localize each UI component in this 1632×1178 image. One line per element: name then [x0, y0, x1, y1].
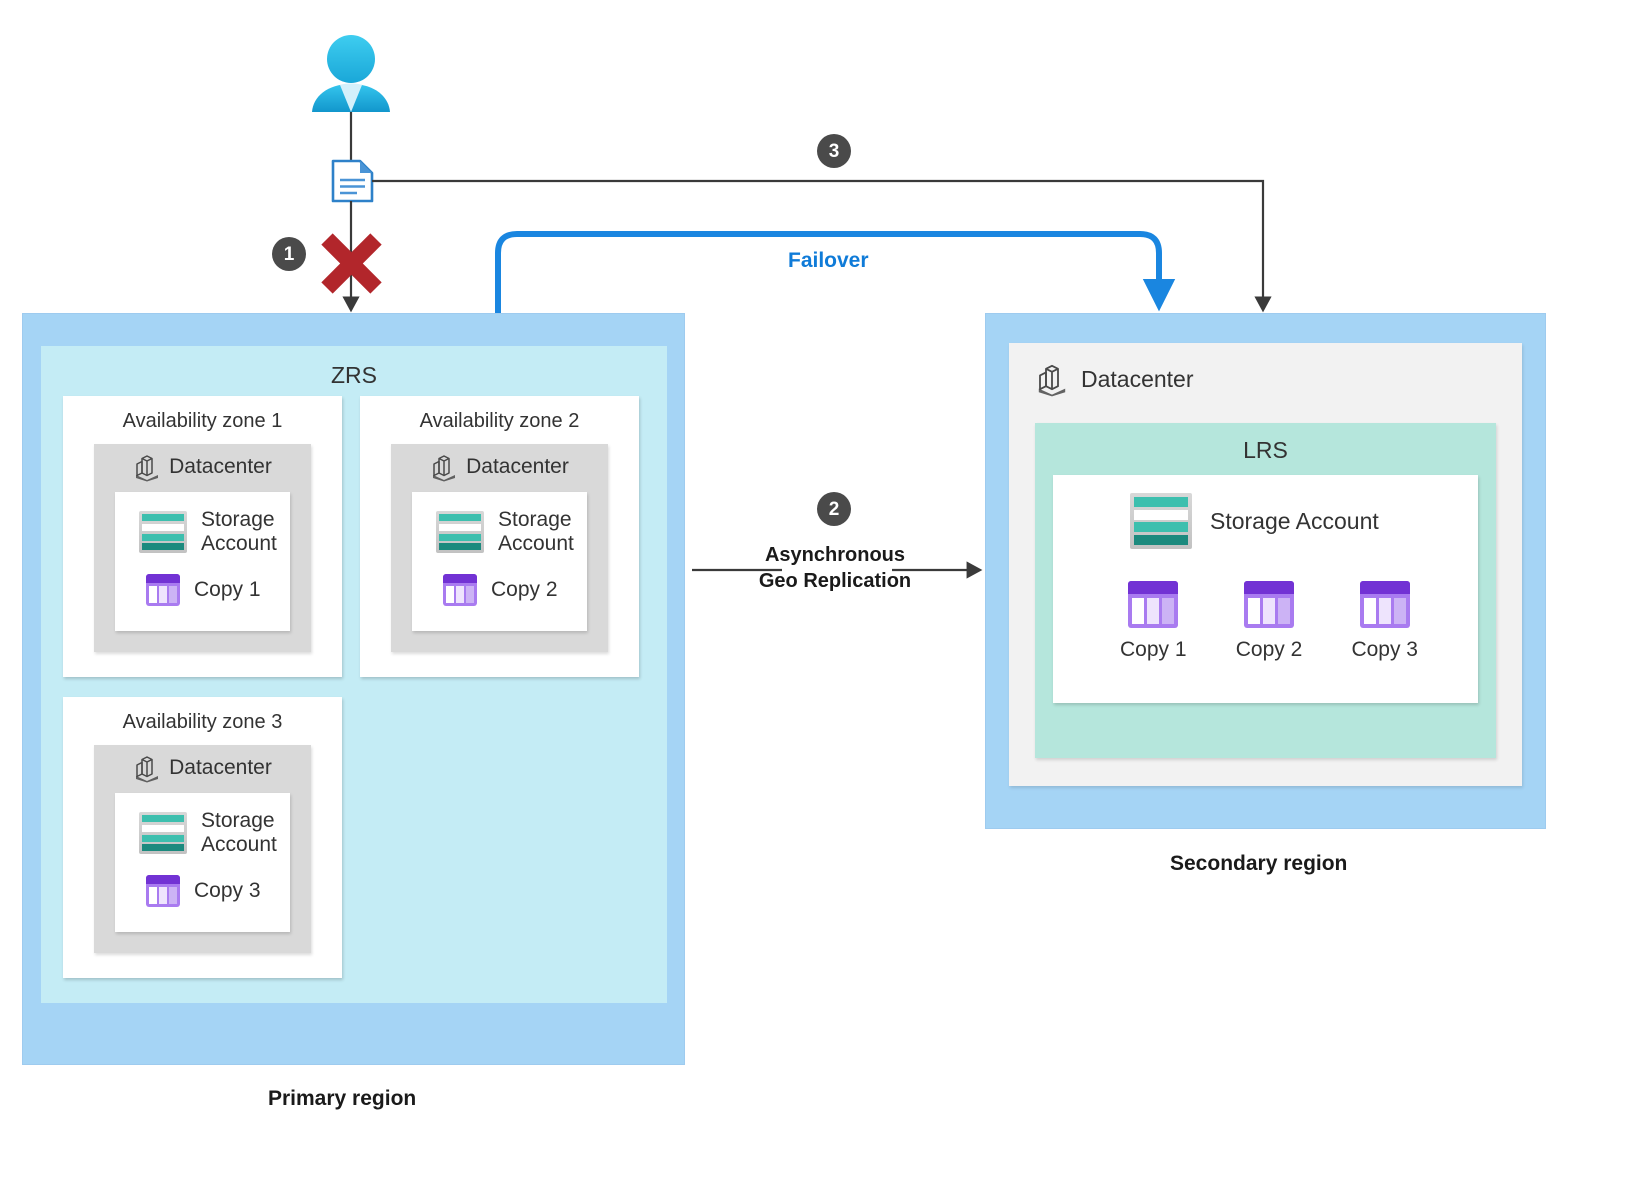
availability-zone-1: Availability zone 1 Datacenter: [63, 396, 342, 677]
storage-account-az1: Storage Account: [139, 508, 277, 557]
step-badge-3: 3: [817, 134, 851, 168]
lrs-copies-row: Copy 1 Copy 2: [1120, 581, 1418, 662]
copy-az2-label: Copy 2: [491, 578, 558, 601]
primary-region-footer-label: Primary region: [268, 1087, 417, 1110]
storage-account-az1-line2: Account: [201, 532, 277, 556]
storage-account-az1-line1: Storage: [201, 508, 275, 531]
datacenter-az1-header: Datacenter: [94, 452, 311, 482]
geo-replication-line2: Geo Replication: [758, 570, 912, 592]
storage-account-icon: [1130, 493, 1192, 549]
storage-account-icon: [436, 511, 484, 554]
copy-icon: [1359, 581, 1410, 628]
secondary-region-box: Datacenter LRS Storage Account: [985, 313, 1546, 829]
datacenter-secondary-header: Datacenter: [1035, 361, 1194, 397]
copy-secondary-3: Copy 3: [1351, 581, 1418, 662]
storage-account-az2-line1: Storage: [498, 508, 572, 531]
datacenter-az2: Datacenter Storage Account: [391, 444, 608, 652]
availability-zone-2: Availability zone 2 Datacenter: [360, 396, 639, 677]
availability-zone-2-label: Availability zone 2: [419, 410, 580, 432]
datacenter-az3-header: Datacenter: [94, 753, 311, 783]
zrs-box: ZRS Availability zone 1: [41, 346, 667, 1003]
storage-account-az3-line2: Account: [201, 833, 277, 857]
storage-account-icon: [139, 511, 187, 554]
copy-icon: [443, 574, 477, 606]
copy-secondary-3-label: Copy 3: [1351, 638, 1418, 661]
zrs-label: ZRS: [331, 362, 377, 388]
secondary-region-footer-label: Secondary region: [1170, 852, 1348, 875]
failover-arrow: [495, 231, 1176, 313]
storage-account-az3-line1: Storage: [201, 809, 275, 832]
storage-account-az3: Storage Account: [139, 809, 277, 858]
datacenter-icon: [1038, 364, 1066, 397]
availability-zone-1-label: Availability zone 1: [122, 410, 283, 432]
geo-replication-line1: Asynchronous: [764, 544, 906, 566]
copy-secondary-2-label: Copy 2: [1235, 638, 1303, 661]
datacenter-az3-label: Datacenter: [169, 756, 272, 779]
datacenter-secondary: Datacenter LRS Storage Account: [1009, 343, 1522, 786]
datacenter-secondary-label: Datacenter: [1081, 365, 1194, 392]
step-badge-1: 1: [272, 237, 306, 271]
primary-region-box: ZRS Availability zone 1: [22, 313, 685, 1065]
copy-icon: [1128, 581, 1179, 628]
storage-account-az2-line2: Account: [498, 532, 574, 556]
storage-account-az1-label: Storage Account: [201, 508, 277, 557]
lrs-label: LRS: [1243, 437, 1288, 463]
datacenter-az1-content: Storage Account Copy 1: [115, 492, 290, 631]
datacenter-az3-content: Storage Account Copy 3: [115, 793, 290, 932]
copy-az1: Copy 1: [146, 574, 261, 606]
datacenter-az2-content: Storage Account Copy 2: [412, 492, 587, 631]
storage-account-az2: Storage Account: [436, 508, 574, 557]
copy-icon: [146, 574, 180, 606]
lrs-content: Storage Account Copy 1: [1053, 475, 1478, 703]
step-badge-2: 2: [817, 492, 851, 526]
copy-icon: [146, 875, 180, 907]
document-icon: [331, 159, 374, 203]
user-icon: [312, 35, 390, 112]
storage-account-az2-label: Storage Account: [498, 508, 574, 557]
storage-account-secondary-label: Storage Account: [1210, 507, 1379, 534]
datacenter-az2-label: Datacenter: [466, 455, 569, 478]
datacenter-icon: [433, 455, 456, 482]
copy-secondary-2: Copy 2: [1235, 581, 1303, 662]
availability-zone-3-label: Availability zone 3: [122, 711, 283, 733]
datacenter-az2-header: Datacenter: [391, 452, 608, 482]
storage-account-az3-label: Storage Account: [201, 809, 277, 858]
geo-replication-label: Asynchronous Geo Replication: [735, 542, 935, 594]
copy-secondary-1-label: Copy 1: [1120, 638, 1187, 661]
datacenter-icon: [136, 455, 159, 482]
storage-account-secondary: Storage Account: [1130, 493, 1379, 549]
copy-secondary-1: Copy 1: [1120, 581, 1187, 662]
lrs-box: LRS Storage Account: [1035, 423, 1496, 758]
datacenter-az1: Datacenter Storage Account: [94, 444, 311, 652]
copy-icon: [1243, 581, 1294, 628]
red-x-icon: [321, 233, 382, 294]
copy-az1-label: Copy 1: [194, 578, 261, 601]
failover-label: Failover: [788, 249, 869, 272]
copy-az3: Copy 3: [146, 875, 261, 907]
datacenter-az1-label: Datacenter: [169, 455, 272, 478]
copy-az2: Copy 2: [443, 574, 558, 606]
availability-zone-3: Availability zone 3 Datacenter: [63, 697, 342, 978]
datacenter-icon: [136, 756, 159, 783]
datacenter-az3: Datacenter Storage Account: [94, 745, 311, 953]
storage-account-icon: [139, 812, 187, 855]
copy-az3-label: Copy 3: [194, 879, 261, 902]
